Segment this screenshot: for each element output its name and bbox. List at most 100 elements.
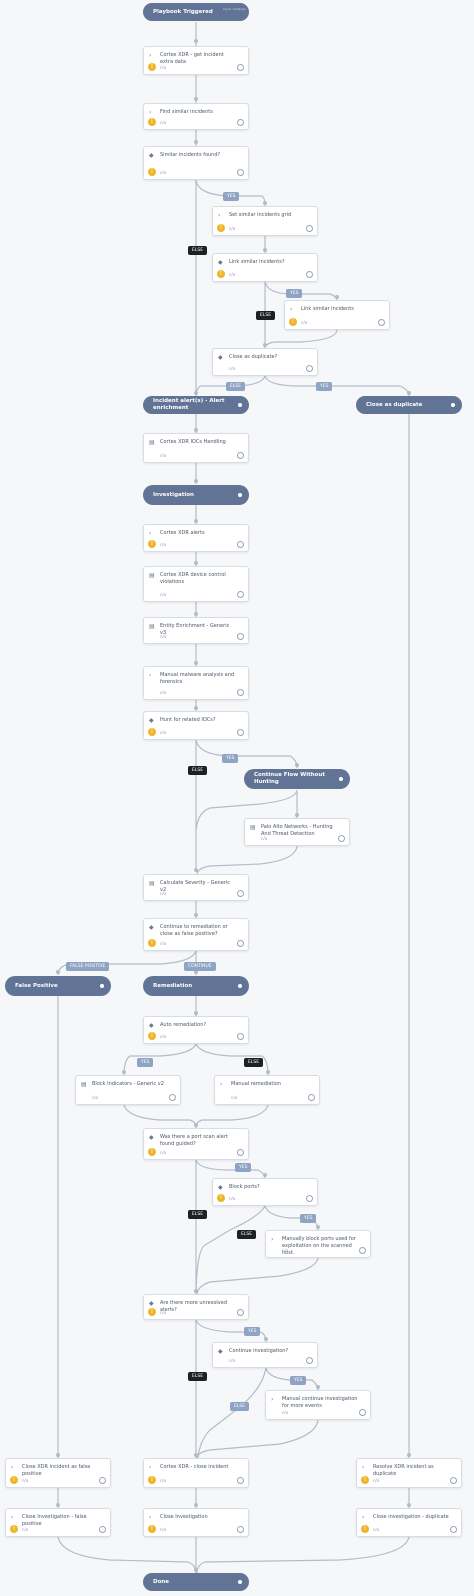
find-similar-task[interactable]: › Find similar incidents ! n/a	[143, 103, 249, 130]
false-positive-tag: FALSE POSITIVE	[66, 962, 110, 971]
info-icon[interactable]	[237, 1309, 244, 1316]
continue-remediation-condition[interactable]: ◆ Continue to remediation or close as fa…	[143, 918, 249, 951]
info-icon[interactable]	[169, 1094, 176, 1101]
info-icon[interactable]	[237, 1149, 244, 1156]
else-tag: ELSE	[244, 1058, 264, 1067]
yes-tag: YES	[235, 1163, 252, 1172]
info-icon[interactable]	[450, 1477, 457, 1484]
info-icon[interactable]	[306, 225, 313, 232]
info-icon[interactable]	[306, 365, 313, 372]
edge	[195, 739, 298, 769]
node-label: Continue to remediation or close as fals…	[160, 924, 228, 937]
node-status: n/a	[22, 1527, 29, 1532]
info-icon[interactable]	[237, 1477, 244, 1484]
info-icon[interactable]	[237, 1526, 244, 1533]
close-inv-fp-task[interactable]: › Close Investigation - false positive !…	[5, 1508, 111, 1537]
node-status: n/a	[229, 1196, 236, 1201]
link-similar-task[interactable]: › Link similar incidents ! n/a	[284, 300, 390, 330]
manually-block-ports-task[interactable]: › Manually block ports used for exploita…	[265, 1230, 371, 1258]
info-icon[interactable]	[237, 169, 244, 176]
info-icon[interactable]	[237, 633, 244, 640]
inputs-outputs-link[interactable]: Input / Outputs	[223, 7, 246, 11]
manual-continue-investigation-task[interactable]: › Manual continue investigation for more…	[265, 1390, 371, 1420]
info-icon[interactable]	[306, 1195, 313, 1202]
info-icon[interactable]	[237, 729, 244, 736]
get-extra-data-task[interactable]: › Cortex XDR - get incident extra data !…	[143, 46, 249, 75]
info-icon[interactable]	[306, 1357, 313, 1364]
info-icon[interactable]	[237, 591, 244, 598]
else-tag: ELSE	[188, 1372, 208, 1381]
yes-tag: YES	[286, 289, 303, 298]
resolve-dup-task[interactable]: › Resolve XDR incident as duplicate ! n/…	[356, 1458, 462, 1488]
ioc-handling-task[interactable]: ▤ Cortex XDR IOCs Handling n/a	[143, 433, 249, 463]
set-similar-grid-task[interactable]: › Set similar incidents grid ! n/a	[212, 206, 318, 236]
info-icon[interactable]	[237, 1033, 244, 1040]
link-similar-condition[interactable]: ◆ Link similar incidents? ! n/a	[212, 253, 318, 282]
done-node[interactable]: Done	[143, 1573, 249, 1591]
block-ports-condition[interactable]: ◆ Block ports? ! n/a	[212, 1178, 318, 1206]
false-positive-section[interactable]: False Positive	[5, 976, 111, 996]
device-control-task[interactable]: ▤ Cortex XDR device control violations n…	[143, 566, 249, 602]
info-icon[interactable]	[237, 689, 244, 696]
close-xdr-task[interactable]: › Cortex XDR - close incident ! n/a	[143, 1458, 249, 1488]
info-icon[interactable]	[359, 1247, 366, 1254]
close-duplicate-section[interactable]: Close as duplicate	[356, 396, 462, 414]
calculate-severity-task[interactable]: ▤ Calculate Severity - Generic v2 n/a	[143, 874, 249, 901]
port-scan-condition[interactable]: ◆ Was there a port scan alert found guid…	[143, 1128, 249, 1160]
edge	[264, 375, 410, 397]
info-icon[interactable]	[308, 1094, 315, 1101]
close-fp-task[interactable]: › Close XDR incident as false positive !…	[5, 1458, 111, 1488]
node-status: n/a	[282, 1410, 289, 1415]
continue-tag: CONTINUE	[184, 962, 216, 971]
else-tag: ELSE	[256, 311, 276, 320]
hunt-iocs-condition[interactable]: ◆ Hunt for related IOCs? ! n/a	[143, 711, 249, 740]
node-status: n/a	[160, 730, 167, 735]
info-icon[interactable]	[237, 890, 244, 897]
continue-investigation-condition[interactable]: ◆ Continue investigation? n/a	[212, 1342, 318, 1368]
task-icon: !	[148, 168, 156, 176]
unresolved-alerts-condition[interactable]: ◆ Are there more unresolved alerts? ! n/…	[143, 1294, 249, 1320]
info-icon[interactable]	[237, 541, 244, 548]
close-dup-condition[interactable]: ◆ Close as duplicate? n/a	[212, 348, 318, 376]
info-icon[interactable]	[450, 1526, 457, 1533]
continue-without-hunting-section[interactable]: Continue Flow Without Hunting	[244, 769, 350, 789]
task-icon: !	[10, 1525, 18, 1533]
info-icon[interactable]	[306, 271, 313, 278]
info-icon[interactable]	[359, 1409, 366, 1416]
node-label: Done	[153, 1578, 169, 1585]
info-icon[interactable]	[237, 64, 244, 71]
alert-enrichment-section[interactable]: Incident alert(s) - Alert enrichment	[143, 396, 249, 414]
block-indicators-task[interactable]: ▤ Block Indicators - Generic v2 n/a	[75, 1075, 181, 1105]
node-status: n/a	[92, 1095, 99, 1100]
yes-tag: YES	[316, 382, 333, 391]
close-inv-dup-task[interactable]: › Close investigation - duplicate ! n/a	[356, 1508, 462, 1537]
similar-found-condition[interactable]: ◆ Similar incidents found? ! n/a	[143, 146, 249, 180]
auto-remediation-condition[interactable]: ◆ Auto remediation? ! n/a	[143, 1016, 249, 1044]
node-status: n/a	[160, 941, 167, 946]
playbook-chevron-icon: ›	[11, 1464, 14, 1471]
palo-alto-hunting-task[interactable]: ▤ Palo Alto Networks - Hunting And Threa…	[244, 818, 350, 846]
info-icon[interactable]	[338, 835, 345, 842]
entity-enrichment-task[interactable]: ▤ Entity Enrichment - Generic v3 n/a	[143, 617, 249, 644]
else-tag: ELSE	[226, 382, 246, 391]
info-icon[interactable]	[237, 940, 244, 947]
playbook-chevron-icon: ›	[149, 672, 152, 679]
playbook-triggered-node[interactable]: Playbook Triggered Input / Outputs	[143, 3, 249, 21]
playbook-chevron-icon: ›	[271, 1236, 274, 1243]
xdr-alerts-task[interactable]: › Cortex XDR alerts ! n/a	[143, 524, 249, 552]
info-icon[interactable]	[237, 119, 244, 126]
remediation-section[interactable]: Remediation	[143, 976, 249, 996]
investigation-section[interactable]: Investigation	[143, 485, 249, 505]
node-status: n/a	[160, 1478, 167, 1483]
manual-remediation-task[interactable]: › Manual remediation n/a	[214, 1075, 320, 1105]
info-icon[interactable]	[237, 452, 244, 459]
edge	[195, 1205, 266, 1293]
info-icon[interactable]	[378, 319, 385, 326]
info-icon[interactable]	[99, 1477, 106, 1484]
task-icon: !	[289, 318, 297, 326]
info-icon[interactable]	[99, 1526, 106, 1533]
task-icon: !	[148, 1148, 156, 1156]
manual-analysis-task[interactable]: › Manual malware analysis and forensics …	[143, 666, 249, 700]
diamond-icon: ◆	[218, 1184, 223, 1191]
close-inv-task[interactable]: › Close Investigation ! n/a	[143, 1508, 249, 1537]
